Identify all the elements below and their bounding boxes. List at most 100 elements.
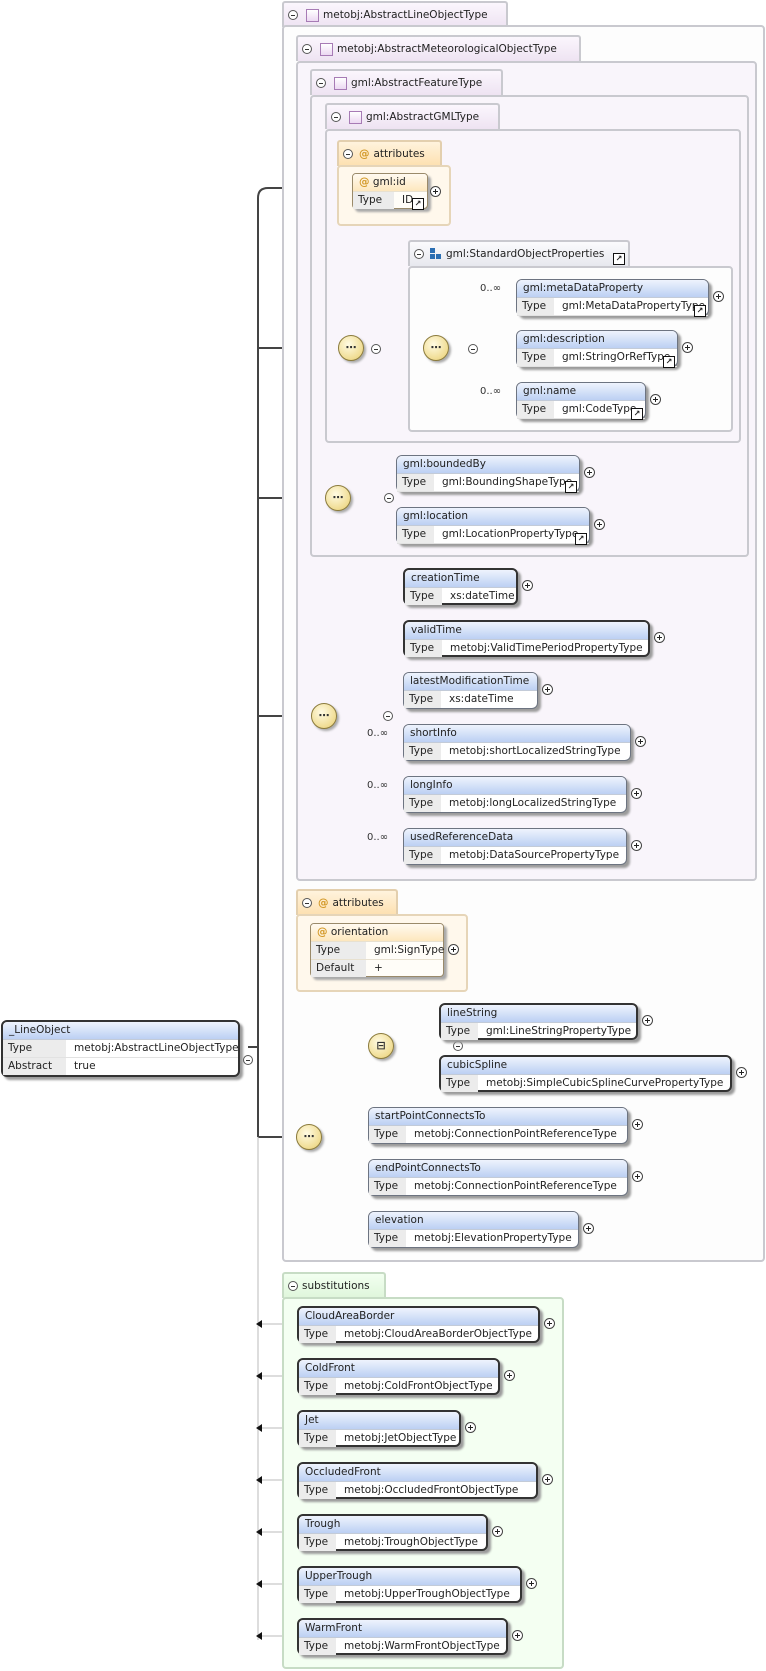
expand-icon[interactable]	[713, 291, 724, 302]
collapse-icon[interactable]	[468, 344, 479, 354]
group-link-icon[interactable]: ↗	[613, 253, 625, 265]
collapse-icon[interactable]	[331, 112, 341, 122]
expand-icon[interactable]	[448, 944, 459, 955]
type-key: Type	[405, 640, 442, 657]
collapse-icon[interactable]	[302, 898, 312, 908]
expand-icon[interactable]	[583, 1223, 594, 1234]
collapse-icon[interactable]	[288, 10, 298, 20]
type-tab-abstract-gml[interactable]: gml:AbstractGMLType	[325, 103, 500, 129]
expand-icon[interactable]	[682, 342, 693, 353]
expand-icon[interactable]	[650, 394, 661, 405]
collapse-icon[interactable]	[453, 1041, 464, 1051]
expand-icon[interactable]	[430, 186, 441, 197]
expand-icon[interactable]	[542, 684, 553, 695]
type-tab-abstract-feature[interactable]: gml:AbstractFeatureType	[310, 69, 503, 95]
expand-icon[interactable]	[512, 1630, 523, 1641]
collapse-icon[interactable]	[383, 493, 394, 503]
substitutions-tab[interactable]: substitutions	[282, 1272, 386, 1298]
element-name: longInfo	[404, 777, 626, 795]
type-value: gml:LocationPropertyType	[442, 528, 579, 540]
expand-icon[interactable]	[631, 788, 642, 799]
sequence-compositor-icon[interactable]: ⋯	[325, 485, 351, 511]
expand-icon[interactable]	[544, 1318, 555, 1329]
type-key: Type	[369, 1126, 406, 1143]
type-link-icon[interactable]: ↗	[565, 481, 577, 493]
type-link-icon[interactable]: ↗	[663, 356, 675, 368]
choice-compositor-icon[interactable]: ⊟	[368, 1033, 394, 1059]
element-name: endPointConnectsTo	[369, 1160, 627, 1178]
attributes-tab[interactable]: @attributes	[337, 140, 442, 166]
type-tab-abstract-meteorological-object[interactable]: metobj:AbstractMeteorologicalObjectType	[296, 35, 581, 61]
type-link-icon[interactable]: ↗	[631, 408, 643, 420]
type-tab-abstract-line-object[interactable]: metobj:AbstractLineObjectType	[282, 1, 508, 27]
type-link-icon[interactable]: ↗	[575, 533, 587, 545]
expand-icon[interactable]	[542, 1474, 553, 1485]
type-key: Type	[441, 1075, 478, 1092]
sequence-compositor-icon[interactable]: ⋯	[423, 335, 449, 361]
collapse-icon[interactable]	[371, 344, 381, 354]
substitution-arrow-icon	[256, 1372, 262, 1380]
collapse-icon[interactable]	[343, 149, 353, 159]
group-tab-standard-object-properties[interactable]: gml:StandardObjectProperties ↗	[408, 240, 630, 266]
collapse-icon[interactable]	[316, 78, 326, 88]
type-value: metobj:UpperTroughObjectType	[344, 1588, 510, 1600]
expand-icon[interactable]	[522, 580, 533, 591]
collapse-icon[interactable]	[383, 711, 394, 721]
expand-icon[interactable]	[594, 519, 605, 530]
element-name: startPointConnectsTo	[369, 1108, 627, 1126]
type-key: Type	[299, 1586, 336, 1603]
expand-icon[interactable]	[492, 1526, 503, 1537]
sequence-compositor-icon[interactable]: ⋯	[311, 703, 337, 729]
expand-icon[interactable]	[642, 1015, 653, 1026]
expand-icon[interactable]	[632, 1171, 643, 1182]
type-link-icon[interactable]: ↗	[412, 198, 424, 210]
type-key: Type	[441, 1023, 478, 1040]
collapse-icon[interactable]	[302, 44, 312, 54]
sequence-compositor-icon[interactable]: ⋯	[296, 1124, 322, 1150]
expand-icon[interactable]	[504, 1370, 515, 1381]
expand-icon[interactable]	[631, 840, 642, 851]
expand-icon[interactable]	[465, 1422, 476, 1433]
collapse-icon[interactable]	[243, 1055, 253, 1065]
collapse-icon[interactable]	[414, 249, 424, 259]
type-key: Type	[397, 474, 434, 491]
expand-icon[interactable]	[584, 467, 595, 478]
expand-icon[interactable]	[632, 1119, 643, 1130]
expand-icon[interactable]	[635, 736, 646, 747]
attribute-icon: @	[318, 897, 329, 909]
type-link-icon[interactable]: ↗	[694, 305, 706, 317]
collapse-icon[interactable]	[288, 1281, 298, 1291]
expand-icon[interactable]	[736, 1067, 747, 1078]
expand-icon[interactable]	[526, 1578, 537, 1589]
type-value: metobj:CloudAreaBorderObjectType	[344, 1328, 533, 1340]
attributes-tab[interactable]: @attributes	[296, 889, 398, 915]
sequence-compositor-icon[interactable]: ⋯	[338, 335, 364, 361]
expand-icon[interactable]	[654, 632, 665, 643]
